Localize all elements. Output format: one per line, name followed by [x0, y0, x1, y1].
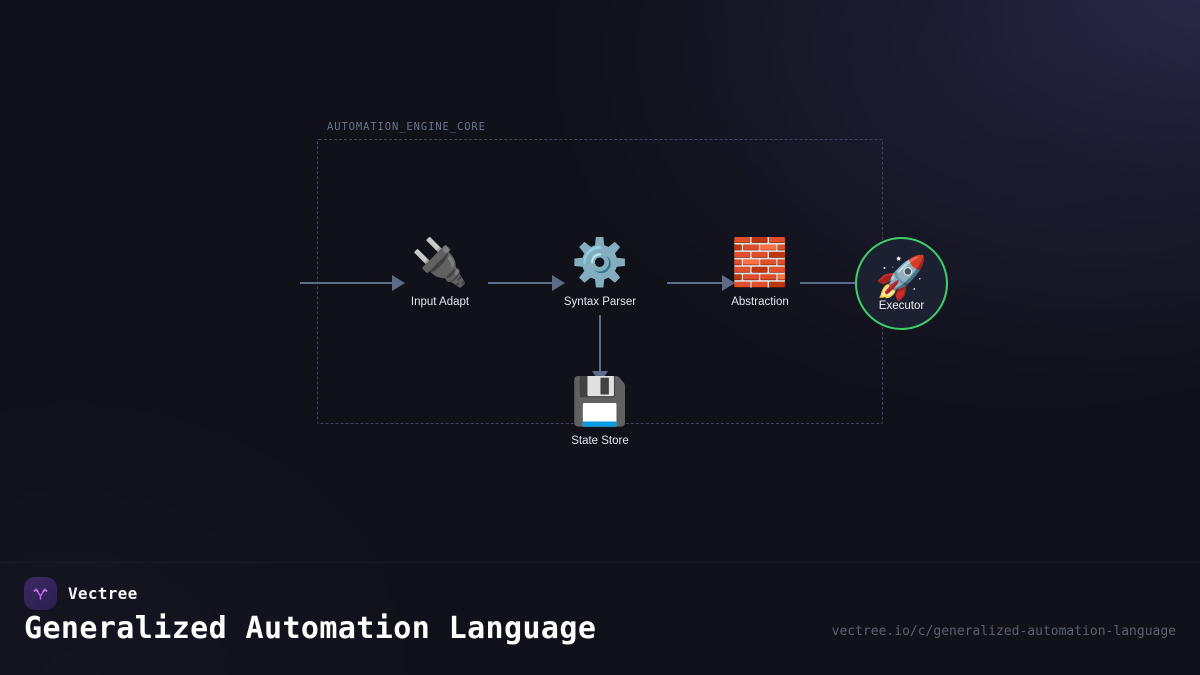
arrowhead-syntax-parser-to-state-store — [592, 371, 608, 384]
edge-input-adapt-to-syntax-parser — [488, 282, 552, 284]
footer-divider — [0, 562, 1200, 563]
brand-name: Vectree — [68, 584, 138, 603]
arrowhead-syntax-parser-to-abstraction — [722, 275, 735, 291]
group-label-automation-engine-core: AUTOMATION_ENGINE_CORE — [327, 121, 486, 133]
edge-entry-to-input-adapt — [300, 282, 392, 284]
edge-syntax-parser-to-abstraction — [667, 282, 722, 284]
node-syntax-parser[interactable]: ⚙️ Syntax Parser — [530, 236, 670, 308]
node-label-state-store: State Store — [571, 435, 629, 447]
arrowhead-entry-to-input-adapt — [392, 275, 405, 291]
node-executor[interactable]: 🚀 Executor — [855, 237, 948, 330]
arrowhead-input-adapt-to-syntax-parser — [552, 275, 565, 291]
brand-lockup: Vectree — [24, 577, 138, 610]
page-title: Generalized Automation Language — [24, 611, 597, 646]
source-url: vectree.io/c/generalized-automation-lang… — [831, 624, 1176, 639]
node-input-adapt[interactable]: 🔌 Input Adapt — [370, 236, 510, 308]
node-label-abstraction: Abstraction — [731, 296, 789, 308]
rocket-icon: 🚀 — [875, 253, 928, 302]
node-abstraction[interactable]: 🧱 Abstraction — [690, 236, 830, 308]
node-state-store[interactable]: 💾 State Store — [530, 375, 670, 447]
node-label-syntax-parser: Syntax Parser — [563, 296, 637, 308]
node-label-input-adapt: Input Adapt — [410, 296, 470, 308]
plug-icon: 🔌 — [411, 235, 469, 289]
edge-syntax-parser-to-state-store — [599, 315, 601, 371]
vectree-logo-icon — [24, 577, 57, 610]
edge-abstraction-to-executor — [800, 282, 855, 284]
node-label-executor: Executor — [878, 300, 925, 312]
gear-icon: ⚙️ — [571, 235, 629, 289]
floppy-disk-icon: 💾 — [571, 374, 629, 428]
brick-wall-icon: 🧱 — [731, 235, 789, 289]
